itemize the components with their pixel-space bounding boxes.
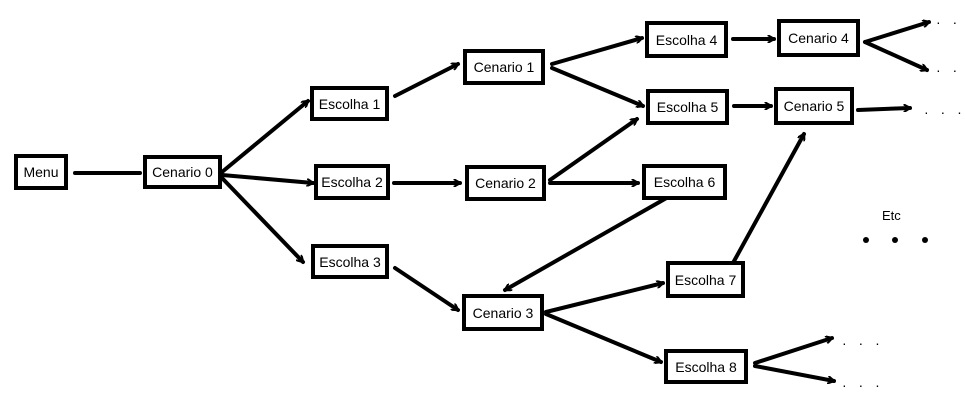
edge-cenario0-escolha1 bbox=[220, 99, 310, 174]
edge-cenario0-escolha3 bbox=[220, 176, 305, 264]
edge-escolha8-more-down bbox=[753, 364, 834, 381]
ellipsis-escolha8-down: · · · bbox=[842, 377, 884, 393]
edge-cenario3-escolha8 bbox=[544, 312, 661, 362]
node-escolha-8: Escolha 8 bbox=[664, 349, 748, 384]
edge-cenario1-escolha4 bbox=[550, 38, 642, 66]
node-escolha-2: Escolha 2 bbox=[314, 164, 390, 200]
edge-cenario1-escolha5 bbox=[550, 66, 643, 106]
node-cenario-0: Cenario 0 bbox=[143, 155, 222, 189]
edge-escolha8-more-up bbox=[753, 338, 832, 365]
ellipsis-cenario4-down: · · · bbox=[936, 62, 965, 78]
edge-escolha3-cenario3 bbox=[393, 266, 458, 312]
node-cenario-3: Cenario 3 bbox=[462, 294, 544, 331]
node-escolha-7: Escolha 7 bbox=[666, 261, 745, 298]
node-escolha-4: Escolha 4 bbox=[645, 21, 728, 58]
edge-cenario3-escolha7 bbox=[544, 283, 663, 314]
etc-label: Etc bbox=[882, 208, 901, 223]
node-escolha-6: Escolha 6 bbox=[642, 164, 727, 200]
node-cenario-5: Cenario 5 bbox=[774, 87, 854, 125]
node-escolha-3: Escolha 3 bbox=[311, 244, 389, 279]
node-cenario-2: Cenario 2 bbox=[465, 165, 546, 201]
node-escolha-1: Escolha 1 bbox=[310, 86, 389, 121]
edge-cenario4-more-up bbox=[863, 22, 929, 44]
node-menu: Menu bbox=[14, 154, 68, 190]
edge-escolha1-cenario1 bbox=[393, 62, 458, 98]
edge-cenario2-escolha5 bbox=[548, 117, 637, 182]
node-cenario-4: Cenario 4 bbox=[777, 19, 860, 57]
edge-cenario4-more-down bbox=[863, 40, 927, 72]
edge-cenario5-more bbox=[856, 108, 912, 110]
edge-escolha7-cenario5 bbox=[731, 134, 806, 265]
node-escolha-5: Escolha 5 bbox=[646, 89, 729, 125]
edge-escolha6-cenario3 bbox=[505, 194, 672, 292]
ellipsis-escolha8-up: · · · bbox=[842, 335, 884, 351]
edge-cenario0-escolha2 bbox=[220, 173, 315, 183]
ellipsis-cenario5: · · · bbox=[924, 104, 965, 120]
etc-dots bbox=[863, 237, 928, 243]
ellipsis-cenario4-up: · · · bbox=[936, 14, 965, 30]
node-cenario-1: Cenario 1 bbox=[463, 49, 545, 85]
